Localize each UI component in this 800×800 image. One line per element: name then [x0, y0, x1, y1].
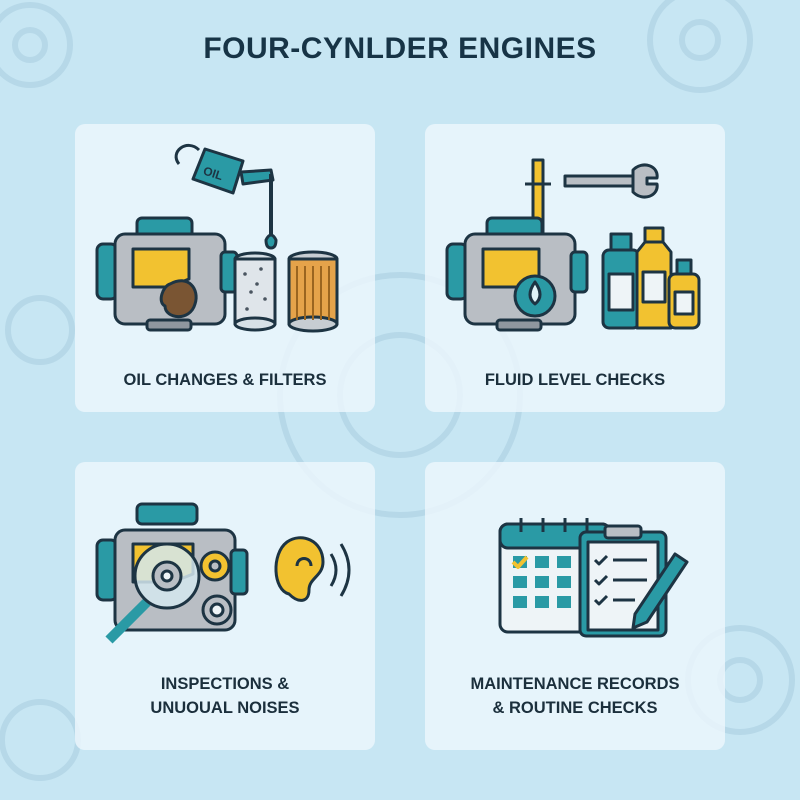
page-title: FOUR-CYNLDER ENGINES: [203, 32, 597, 65]
sound-waves-icon: [329, 543, 351, 597]
oil-change-illustration: OIL: [95, 143, 339, 333]
fluid-level-illustration: [445, 158, 701, 332]
card-label: FLUID LEVEL CHECKS: [484, 371, 666, 389]
maintenance-records-illustration: [498, 518, 689, 638]
card-inspections: INSPECTIONS & UNUOUAL NOISES: [75, 462, 375, 750]
svg-text:OIL: OIL: [201, 164, 224, 183]
fluid-bottle-icon: [667, 258, 701, 330]
engine-icon: [445, 216, 589, 332]
oil-filter-icon: [233, 251, 277, 332]
oil-bottle-icon: [635, 226, 673, 330]
coolant-bottle-icon: [601, 232, 641, 330]
gear-icon: [199, 550, 233, 626]
card-label: MAINTENANCE RECORDS & ROUTINE CHECKS: [470, 675, 680, 717]
wrench-icon: [563, 163, 659, 199]
oil-can-icon: OIL: [174, 143, 275, 195]
card-maintenance-records: MAINTENANCE RECORDS & ROUTINE CHECKS: [425, 462, 725, 750]
ear-icon: [274, 536, 325, 602]
pen-icon: [631, 552, 689, 630]
card-oil-changes: OIL: [75, 124, 375, 412]
magnifier-icon: [105, 542, 201, 644]
card-fluid-level: FLUID LEVEL CHECKS: [425, 124, 725, 412]
engine-icon: [95, 216, 239, 332]
card-label: OIL CHANGES & FILTERS: [123, 371, 327, 389]
clipboard-icon: [578, 524, 668, 638]
card-label: INSPECTIONS & UNUOUAL NOISES: [150, 675, 300, 717]
inspection-illustration: [95, 502, 351, 644]
